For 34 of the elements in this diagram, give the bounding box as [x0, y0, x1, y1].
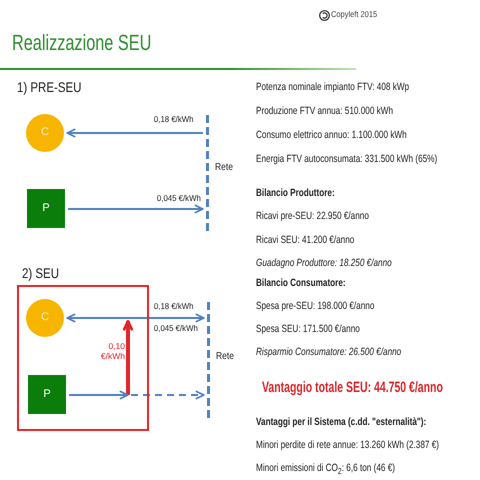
info-text: Ricavi SEU: 41.200 €/anno: [256, 234, 354, 246]
dashed-arrow: [131, 390, 205, 400]
square-node: P: [28, 375, 66, 414]
slide-title: Realizzazione SEU: [12, 30, 152, 56]
price-label: 0,045 €/kWh: [153, 324, 199, 334]
arrow: [68, 204, 204, 214]
edge-label: 0,18 €/kWh: [153, 302, 194, 312]
info-text: Spesa SEU: 171.500 €/anno: [256, 323, 360, 336]
subheading: Vantaggi per il Sistema (c.dd. "esternalità"):: [256, 416, 426, 428]
info-text: Produzione FTV annua: 510.000 kWh: [256, 105, 394, 118]
circle-node: C: [26, 299, 64, 337]
info-text: Ricavi pre-SEU: 22.950 €/anno: [256, 210, 369, 222]
subheading: Bilancio Consumatore:: [256, 277, 346, 290]
node-label: Rete: [216, 351, 234, 362]
info-text: Energia FTV autoconsumata: 331.500 kWh (65%): [256, 153, 438, 166]
info-text: Potenza nominale impianto FTV: 408 kWp: [256, 81, 410, 94]
info-text: Minori emissioni di CO$_{2}$: 6,6 ton (46 €): [256, 462, 395, 476]
info-text: Spesa pre-SEU: 198.000 €/anno: [256, 300, 374, 312]
arrow: [128, 314, 205, 322]
edge-label: 0,045 €/kWh: [156, 194, 202, 204]
highlight-text: Vantaggio totale SEU: 44.750 €/anno: [262, 379, 443, 396]
edge-label: 0,18 €/kWh: [153, 115, 194, 125]
circle-node: C: [26, 114, 64, 152]
info-text: Risparmio Consumatore: 26.500 €/anno: [256, 346, 402, 358]
square-node: P: [27, 189, 65, 228]
subheading: Bilancio Produttore:: [256, 187, 335, 200]
section-heading: 2) SEU: [22, 265, 59, 282]
node-label: Rete: [215, 162, 233, 174]
info-text: Guadagno Produttore: 18.250 €/anno: [256, 257, 392, 270]
info-text: Consumo elettrico annuo: 1.100.000 kWh: [256, 129, 407, 142]
section-heading: 1) PRE-SEU: [17, 79, 82, 96]
copyright-notice: Copyleft 2015: [331, 10, 378, 20]
arrow: [66, 128, 203, 138]
info-text: Minori perdite di rete annue: 13.260 kWh (2.387 €): [256, 439, 440, 452]
